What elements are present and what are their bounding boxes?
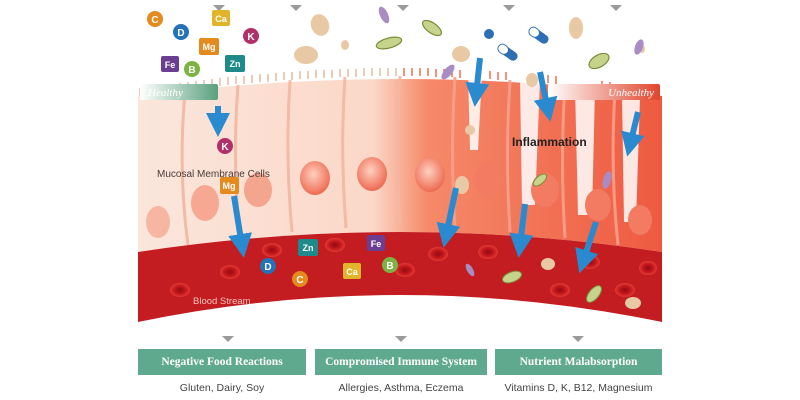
food-particle: [341, 40, 349, 50]
outcome-title: Nutrient Malabsorption: [519, 356, 638, 368]
absorption-arrows: [206, 57, 645, 274]
arrow: [228, 195, 252, 258]
food-particle: [452, 46, 470, 62]
nutrient-d-badge: [173, 24, 189, 40]
mucosal-cells-label: Mucosal Membrane Cells: [157, 169, 270, 180]
nutrient-zn-badge: [225, 55, 245, 72]
outcome-subtitle: Vitamins D, K, B12, Magnesium: [504, 382, 653, 394]
arrow: [509, 203, 534, 258]
parasite: [441, 64, 455, 80]
pills: [484, 26, 549, 61]
nutrient-c-label: C: [296, 275, 303, 286]
outcome-box-immune: Compromised Immune System: [315, 349, 487, 375]
nutrient-zn-label: Zn: [303, 243, 314, 253]
nutrient-zn-label: Zn: [230, 59, 241, 69]
arrow: [465, 57, 490, 107]
nutrient-b-badge: [382, 257, 398, 273]
outcome-title: Negative Food Reactions: [161, 356, 283, 368]
nutrient-ca-label: Ca: [215, 14, 227, 24]
arrow: [436, 187, 461, 248]
food-particle: [310, 14, 330, 36]
arrow: [533, 71, 558, 122]
arrow: [575, 221, 599, 274]
toxins-in-cells: [455, 125, 612, 194]
parasite: [378, 6, 390, 24]
blood-stream: [138, 232, 662, 322]
nutrient-ca-badge: [212, 10, 230, 26]
red-blood-cells: [170, 238, 657, 297]
nutrient-mg-badge: [199, 38, 219, 55]
nutrient-ca-badge: [343, 263, 361, 279]
nutrient-b-badge: [184, 61, 200, 77]
nutrient-k-label: K: [247, 32, 255, 43]
healthy-bar: [140, 84, 218, 100]
nutrient-ca-label: Ca: [346, 267, 358, 277]
nutrient-mg-label: Mg: [223, 181, 236, 191]
nutrient-mg-label: Mg: [203, 42, 216, 52]
outcome-subtitle: Allergies, Asthma, Eczema: [338, 382, 464, 394]
nutrient-d-label: D: [177, 28, 184, 39]
cell-borders: [180, 75, 620, 246]
parasite: [634, 39, 644, 55]
food-particle: [569, 17, 583, 39]
nutrients-top: C Ca K D Mg Fe B Zn: [147, 10, 259, 77]
nutrient-zn-badge: [298, 239, 318, 256]
unhealthy-bar: [548, 84, 660, 100]
outcome-subtitle: Gluten, Dairy, Soy: [179, 382, 265, 394]
nutrient-b-label: B: [188, 65, 195, 76]
outcome-box-malabsorption: Nutrient Malabsorption: [495, 349, 662, 375]
top-markers: [213, 5, 622, 11]
nutrient-k-label: K: [221, 142, 229, 153]
nutrient-fe-badge: [161, 56, 179, 72]
nutrient-c-label: C: [151, 15, 158, 26]
nutrient-fe-label: Fe: [371, 239, 382, 249]
toxins-top: [294, 6, 645, 87]
nutrient-mg-badge: [220, 177, 239, 194]
nutrient-b-label: B: [386, 261, 393, 272]
inflammation-label: Inflammation: [512, 135, 587, 149]
nutrient-c-badge: [292, 271, 308, 287]
nutrient-k-badge: [217, 138, 233, 154]
blood-stream-label: Blood Stream: [193, 296, 251, 307]
food-particle: [526, 73, 538, 87]
nutrient-d-label: D: [264, 262, 271, 273]
nutrient-d-badge: [260, 258, 276, 274]
arrow: [621, 111, 645, 157]
healthy-label: Healthy: [147, 87, 183, 99]
outcome-title: Compromised Immune System: [325, 356, 477, 368]
toxins-in-blood: [465, 258, 641, 309]
nutrient-k-badge: [243, 28, 259, 44]
nutrient-fe-badge: [367, 235, 385, 251]
bacteria: [375, 19, 610, 70]
nutrient-c-badge: [147, 11, 163, 27]
nutrients-blood: Zn Fe D C Ca B: [260, 235, 398, 287]
outcome-box-food-reactions: Negative Food Reactions: [138, 349, 306, 375]
bottom-markers: [222, 336, 584, 342]
cell-nuclei: [146, 157, 652, 238]
nutrient-fe-label: Fe: [165, 60, 176, 70]
food-particle: [294, 46, 318, 64]
nutrients-cells: K Mg: [217, 138, 239, 194]
unhealthy-label: Unhealthy: [608, 87, 654, 99]
